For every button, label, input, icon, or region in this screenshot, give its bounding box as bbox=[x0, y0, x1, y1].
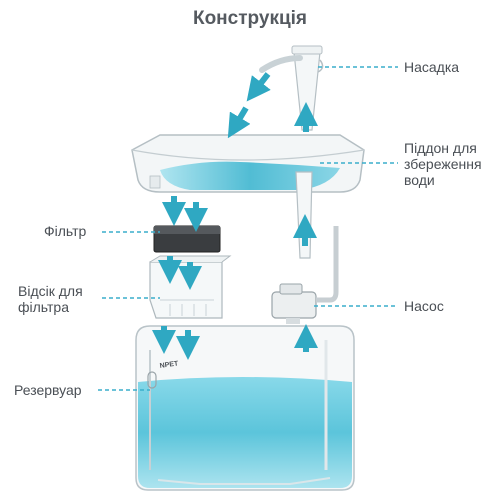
label-filter-compartment-line1: Відсік для bbox=[18, 283, 83, 299]
flow-arrow bbox=[227, 106, 251, 139]
label-pump: Насос bbox=[404, 298, 444, 314]
label-filter: Фільтр bbox=[44, 223, 87, 239]
pump-unit bbox=[271, 226, 339, 324]
label-water-tray: Піддон для збереження води bbox=[404, 140, 482, 188]
page-title: Конструкція bbox=[192, 8, 308, 29]
label-filter-compartment: Відсік для фільтра bbox=[18, 283, 83, 315]
label-water-tray-line3: води bbox=[404, 172, 435, 188]
label-water-tray-line1: Піддон для bbox=[404, 140, 477, 156]
brand-mark: NPET bbox=[159, 360, 179, 370]
reservoir-tank bbox=[135, 325, 355, 491]
filter-cartridge bbox=[153, 225, 221, 253]
label-filter-compartment-line2: фільтра bbox=[18, 299, 69, 315]
flow-arrows bbox=[152, 72, 318, 360]
label-nozzle: Насадка bbox=[404, 59, 460, 75]
flow-arrow bbox=[246, 72, 271, 102]
label-reservoir: Резервуар bbox=[14, 382, 82, 398]
leader-lines bbox=[98, 66, 398, 391]
nozzle-part bbox=[259, 45, 324, 131]
label-water-tray-line2: збереження bbox=[404, 156, 482, 172]
